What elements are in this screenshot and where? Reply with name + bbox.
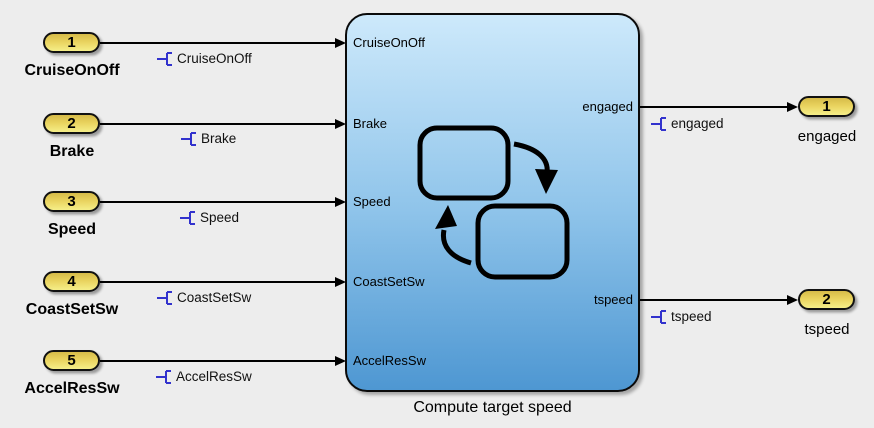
chart-input-port-label: Brake bbox=[353, 116, 387, 131]
chart-input-port-label: CoastSetSw bbox=[353, 274, 425, 289]
outport-name-label[interactable]: tspeed bbox=[804, 321, 850, 338]
chart-input-port-label: AccelResSw bbox=[353, 353, 426, 368]
signal-resolve-icon bbox=[181, 131, 196, 146]
wire-arrowhead bbox=[335, 197, 346, 207]
port-number: 2 bbox=[67, 115, 76, 132]
port-number: 1 bbox=[822, 98, 831, 115]
signal-line[interactable] bbox=[100, 360, 336, 362]
signal-label[interactable]: Brake bbox=[181, 130, 236, 146]
signal-label[interactable]: Speed bbox=[180, 209, 239, 225]
signal-name: engaged bbox=[671, 115, 724, 131]
inport-name-label[interactable]: AccelResSw bbox=[24, 380, 120, 397]
signal-label[interactable]: engaged bbox=[651, 115, 724, 131]
wire-arrowhead bbox=[335, 38, 346, 48]
signal-line[interactable] bbox=[100, 281, 336, 283]
inport-block-3[interactable]: 3 bbox=[43, 191, 100, 212]
port-number: 1 bbox=[67, 34, 76, 51]
inport-block-4[interactable]: 4 bbox=[43, 271, 100, 292]
signal-name: CruiseOnOff bbox=[177, 50, 252, 66]
signal-resolve-icon bbox=[651, 309, 666, 324]
chart-input-port-label: Speed bbox=[353, 194, 391, 209]
inport-block-1[interactable]: 1 bbox=[43, 32, 100, 53]
wire-arrowhead bbox=[335, 356, 346, 366]
outport-name-label[interactable]: engaged bbox=[797, 128, 857, 145]
port-number: 5 bbox=[67, 352, 76, 369]
signal-line[interactable] bbox=[100, 201, 336, 203]
wire-arrowhead bbox=[787, 102, 798, 112]
inport-block-2[interactable]: 2 bbox=[43, 113, 100, 134]
signal-label[interactable]: AccelResSw bbox=[156, 368, 252, 384]
signal-name: Brake bbox=[201, 130, 237, 146]
inport-name-label[interactable]: Speed bbox=[47, 221, 96, 238]
signal-resolve-icon bbox=[156, 369, 171, 384]
stateflow-icon bbox=[417, 125, 570, 280]
signal-name: tspeed bbox=[671, 308, 712, 324]
signal-line[interactable] bbox=[640, 106, 788, 108]
outport-block-1[interactable]: 1 bbox=[798, 96, 855, 117]
signal-name: CoastSetSw bbox=[177, 289, 252, 305]
signal-label[interactable]: CoastSetSw bbox=[157, 289, 251, 305]
outport-block-2[interactable]: 2 bbox=[798, 289, 855, 310]
port-number: 3 bbox=[67, 193, 76, 210]
signal-resolve-icon bbox=[157, 51, 172, 66]
inport-name-label[interactable]: Brake bbox=[49, 143, 95, 160]
stateflow-chart-block[interactable] bbox=[345, 13, 640, 392]
inport-name-label[interactable]: CoastSetSw bbox=[25, 301, 119, 318]
signal-name: AccelResSw bbox=[176, 368, 252, 384]
signal-name: Speed bbox=[200, 209, 240, 225]
chart-block-name[interactable]: Compute target speed bbox=[413, 399, 572, 416]
inport-name-label[interactable]: CruiseOnOff bbox=[24, 62, 120, 79]
port-number: 4 bbox=[67, 273, 76, 290]
signal-line[interactable] bbox=[100, 123, 336, 125]
signal-line[interactable] bbox=[640, 299, 788, 301]
chart-output-port-label: tspeed bbox=[593, 292, 633, 307]
signal-resolve-icon bbox=[157, 290, 172, 305]
inport-block-5[interactable]: 5 bbox=[43, 350, 100, 371]
signal-resolve-icon bbox=[651, 116, 666, 131]
wire-arrowhead bbox=[787, 295, 798, 305]
port-number: 2 bbox=[822, 291, 831, 308]
signal-line[interactable] bbox=[100, 42, 336, 44]
wire-arrowhead bbox=[335, 119, 346, 129]
signal-label[interactable]: CruiseOnOff bbox=[157, 50, 252, 66]
chart-input-port-label: CruiseOnOff bbox=[353, 35, 426, 50]
chart-output-port-label: engaged bbox=[582, 99, 633, 114]
signal-resolve-icon bbox=[180, 210, 195, 225]
wire-arrowhead bbox=[335, 277, 346, 287]
signal-label[interactable]: tspeed bbox=[651, 308, 712, 324]
